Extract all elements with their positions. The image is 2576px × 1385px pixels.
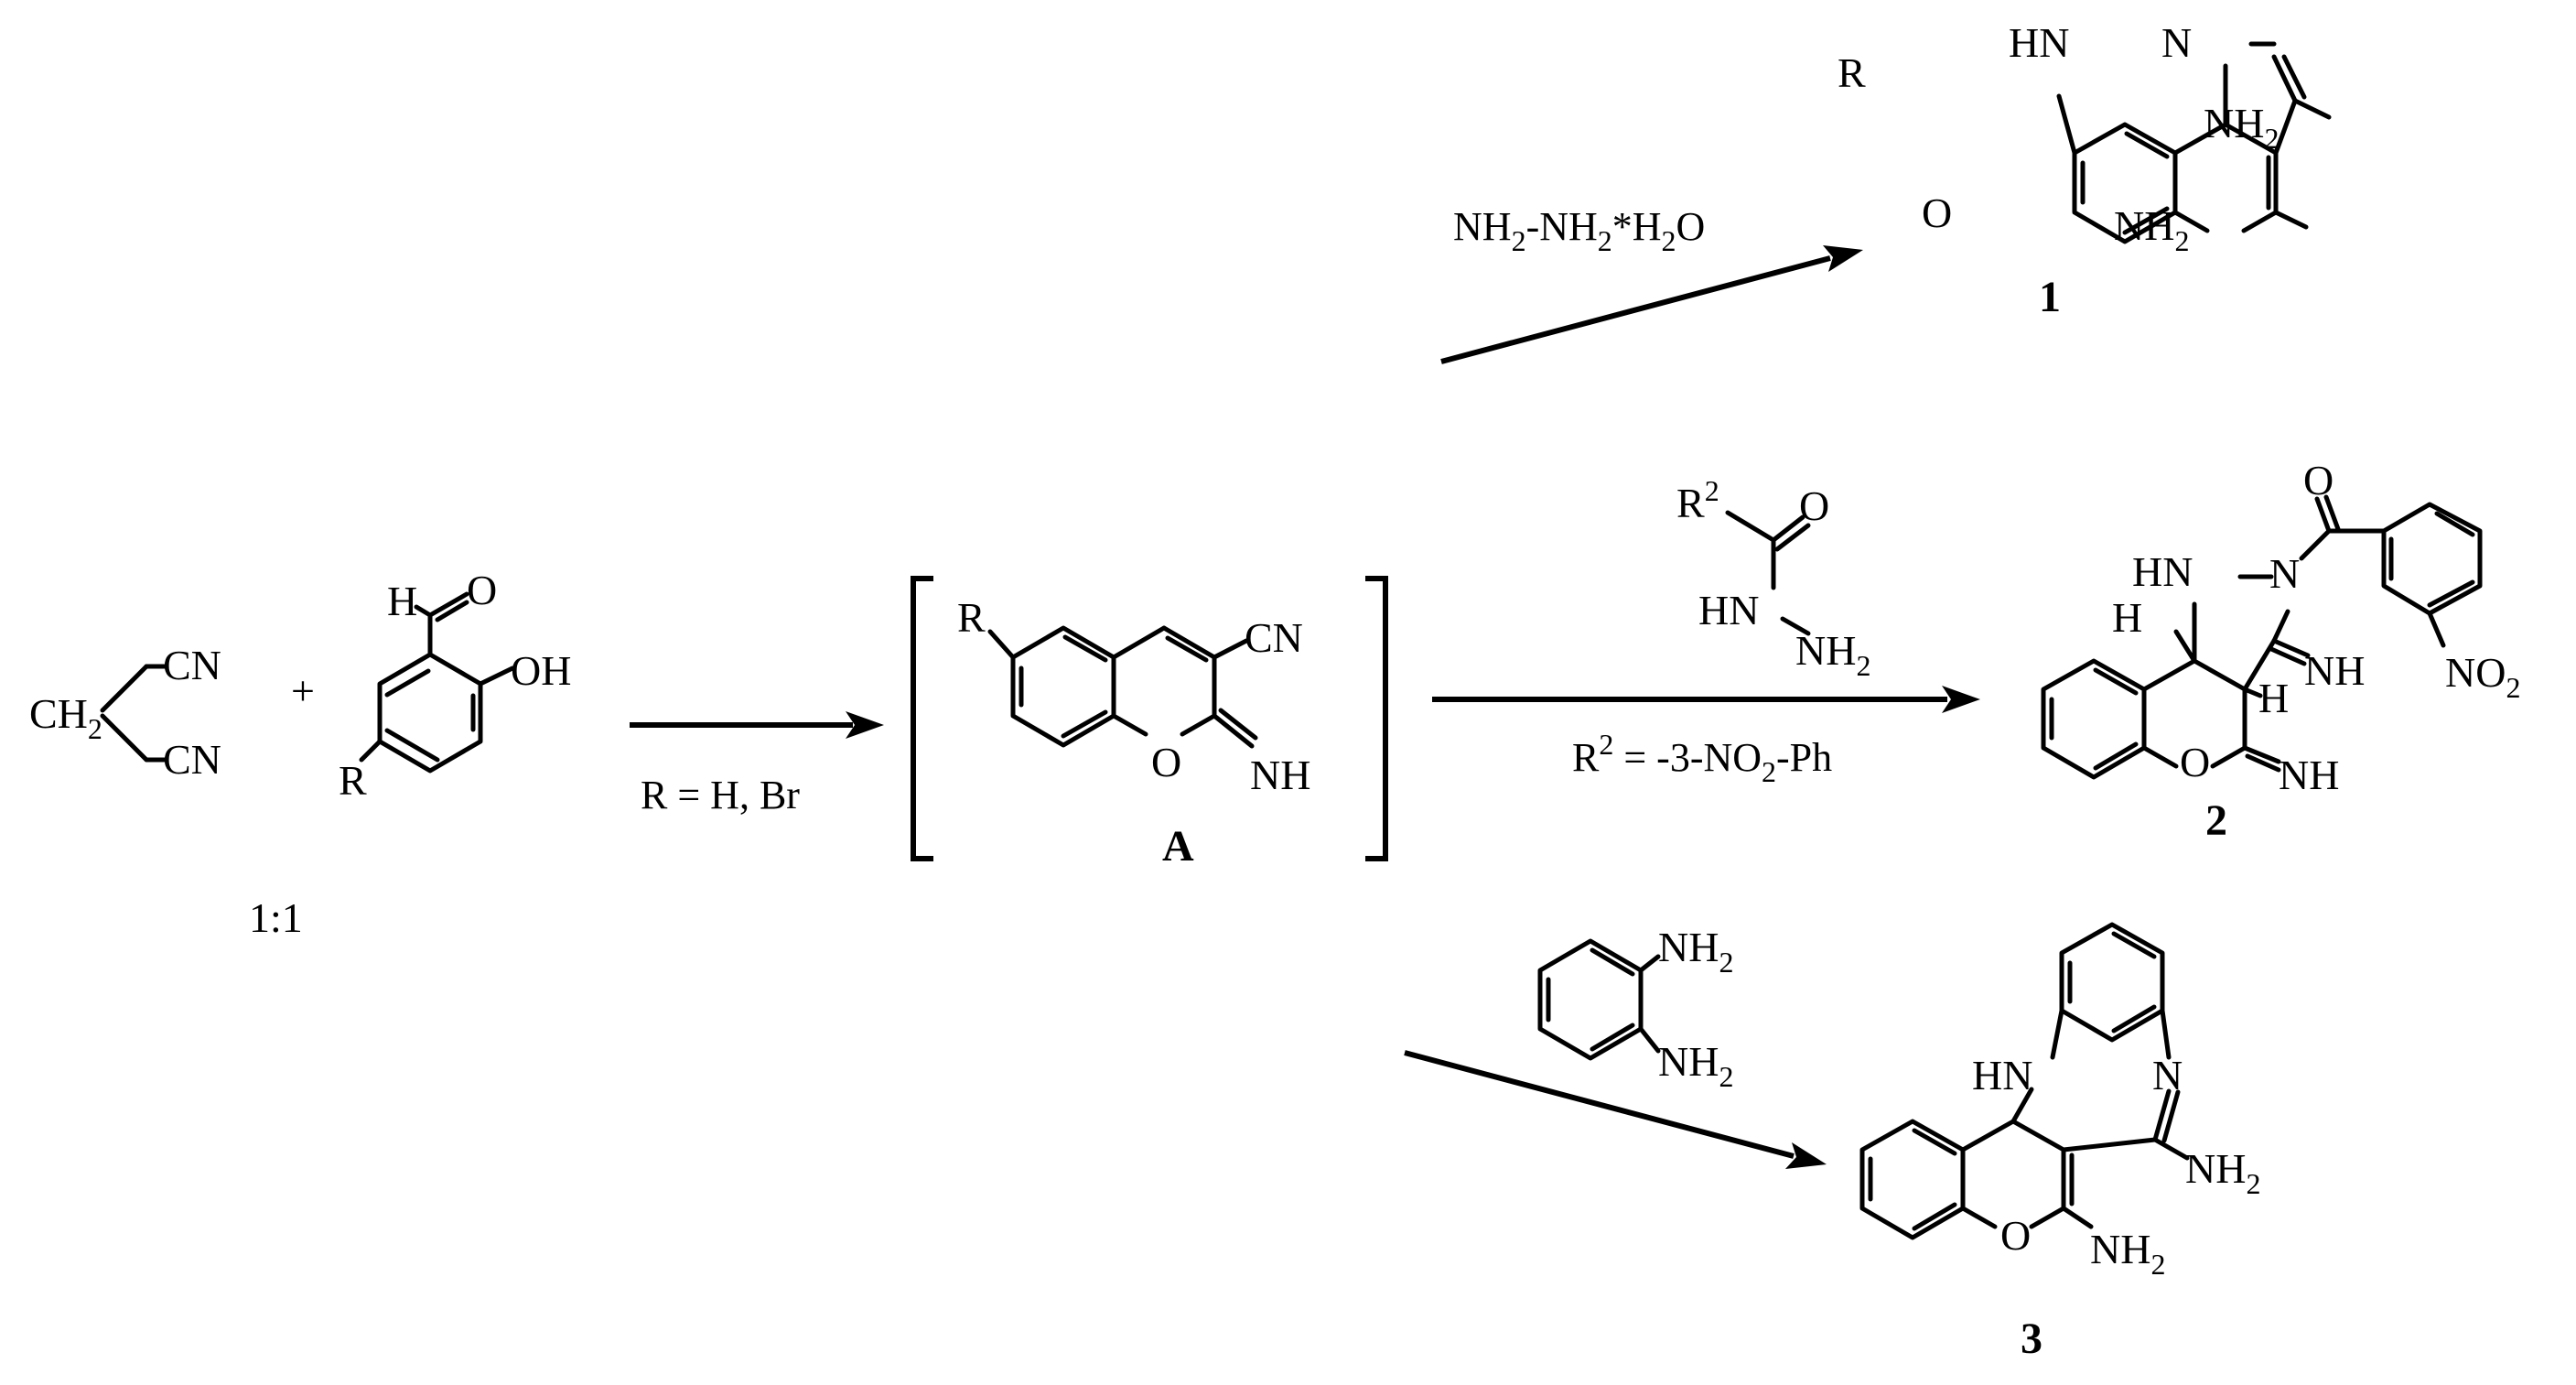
product-1-number: 1 [2039,273,2061,321]
aldehyde-h-label: H [387,578,417,624]
plus-sign: + [291,667,315,714]
product-1-nh2-bottom: NH2 [2114,202,2189,257]
hydroxyl-label: OH [511,647,571,694]
ch2-label: CH2 [29,690,102,745]
path1-arrow [1440,245,1863,364]
intermediate-r-label: R [957,594,986,641]
product-2-ring-o: O [2180,739,2210,785]
product-2-h2-label: H [2258,675,2289,721]
product-2-nh-mid: NH [2304,647,2365,694]
intermediate-a-bracket [911,576,1388,861]
hydrazine-reagent: NH2-NH2*H2O [1453,204,1705,257]
path2-arrow [1432,686,1980,713]
intermediate-a-label: A [1162,822,1194,871]
hydrazide-hn-label: HN [1698,587,1759,633]
product-1-nh2-top: NH2 [2204,100,2279,155]
product-3-n-label: N [2152,1052,2183,1098]
hydrazide-r2-label: R2 [1676,474,1719,526]
ratio-label: 1:1 [249,894,303,941]
product-3-number: 3 [2021,1315,2042,1363]
product-2-carbonyl-o: O [2303,457,2333,503]
salicylaldehyde-structure: H O OH R [339,567,571,804]
hydrazide-reagent-structure: R2 O HN NH2 [1676,474,1870,682]
cn-top-label: CN [163,642,221,688]
product-2-nh-low: NH [2279,752,2339,798]
product-2-n-label: N [2269,550,2300,597]
product-1-r-label: R [1838,49,1866,96]
path2-condition: R2 = -3-NO2-Ph [1572,728,1832,788]
aldehyde-o-label: O [467,567,497,613]
diamine-nh2-top: NH2 [1658,924,1733,979]
product-1-hn-label: HN [2009,19,2069,66]
intermediate-a-structure: R CN O NH A [957,594,1310,871]
product-3-o-label: O [2000,1212,2031,1259]
product-3-nh2-b: NH2 [2090,1226,2165,1281]
hydrazide-o-label: O [1799,482,1829,529]
hydrazide-nh2-label: NH2 [1795,627,1870,682]
phenylenediamine-structure: NH2 NH2 [1537,924,1733,1093]
intermediate-nh-label: NH [1250,752,1310,798]
product-1-structure: R HN N NH2 O NH2 1 [1838,19,2332,321]
step1-condition: R = H, Br [641,773,800,817]
product-3-structure: HN N NH2 O NH2 3 [1859,922,2260,1363]
product-2-no2: NO2 [2445,649,2520,704]
product-1-n-label: N [2161,19,2192,66]
product-3-hn-label: HN [1972,1052,2032,1098]
cn-bottom-label: CN [163,736,221,783]
path3-arrow [1404,1050,1827,1169]
diamine-nh2-bottom: NH2 [1658,1038,1733,1093]
r-substituent-label: R [339,757,367,804]
intermediate-o-label: O [1151,739,1181,785]
product-2-h1-label: H [2112,594,2142,641]
malononitrile-structure: CH2 CN CN [29,642,221,783]
product-2-number: 2 [2205,796,2227,845]
product-2-structure: O HN N H H NH O NH NO2 2 [2041,457,2520,845]
product-3-nh2-a: NH2 [2185,1145,2260,1200]
step1-arrow [630,711,884,739]
product-1-o-label: O [1922,189,1952,236]
product-2-hn-label: HN [2132,548,2193,595]
intermediate-cn-label: CN [1245,614,1303,661]
